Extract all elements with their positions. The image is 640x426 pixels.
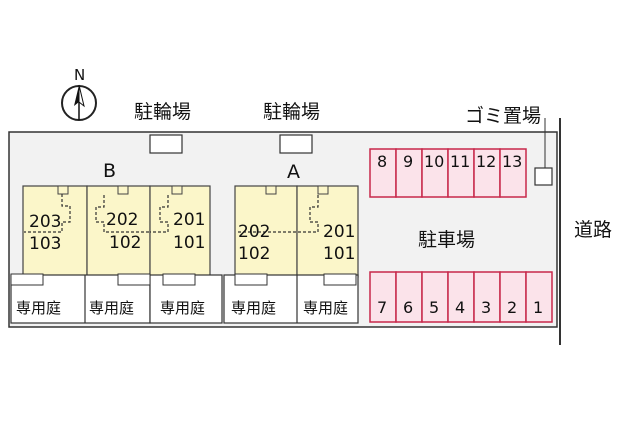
- parking-space-number: 2: [507, 298, 518, 317]
- parking-space-number: 1: [533, 298, 544, 317]
- building-a-label: A: [287, 161, 300, 183]
- bicycle-parking-left-label: 駐輪場: [134, 101, 192, 123]
- garden-label: 専用庭: [89, 299, 135, 317]
- parking-bottom-row: [369, 271, 553, 323]
- bicycle-parking-right-box: [279, 134, 313, 154]
- unit-number: 102: [109, 233, 142, 253]
- unit-a2: [296, 185, 359, 278]
- bicycle-parking-right-label: 駐輪場: [263, 101, 321, 123]
- garbage-label: ゴミ置場: [465, 105, 542, 127]
- building-b: [22, 185, 211, 278]
- garden-label: 専用庭: [303, 299, 349, 317]
- parking-space-number: 6: [403, 298, 414, 317]
- unit-number: 101: [173, 233, 206, 253]
- parking-space-number: 12: [476, 152, 497, 171]
- unit-number: 103: [29, 234, 62, 254]
- parking-space-number: 8: [377, 152, 388, 171]
- unit-number: 102: [238, 244, 271, 264]
- building-b-label: B: [103, 160, 117, 182]
- unit-number: 202: [106, 210, 139, 230]
- gardens-b: [10, 273, 223, 324]
- unit-number: 201: [323, 222, 356, 242]
- bicycle-parking-left-box: [149, 134, 183, 154]
- parking-label: 駐車場: [418, 229, 476, 251]
- parking-space-number: 3: [481, 298, 492, 317]
- unit-number: 203: [29, 212, 62, 232]
- parking-top-row: [369, 148, 527, 198]
- parking-space-number: 10: [424, 152, 445, 171]
- unit-number: 101: [323, 244, 356, 264]
- building-a: [234, 185, 359, 278]
- garbage-box: [534, 167, 553, 186]
- unit-number: 201: [173, 210, 206, 230]
- compass-icon: [61, 84, 97, 121]
- road-label: 道路: [574, 219, 613, 241]
- parking-space-number: 11: [450, 152, 471, 171]
- garden-label: 専用庭: [16, 299, 62, 317]
- compass-north-label: N: [74, 66, 86, 84]
- parking-space-number: 7: [377, 298, 388, 317]
- garden-label: 専用庭: [231, 299, 277, 317]
- parking-space-number: 9: [403, 152, 414, 171]
- gardens-a: [223, 273, 359, 324]
- garden-label: 専用庭: [160, 299, 206, 317]
- unit-number: 202: [238, 222, 271, 242]
- parking-space-number: 13: [502, 152, 523, 171]
- parking-space-number: 5: [429, 298, 440, 317]
- parking-space-number: 4: [455, 298, 466, 317]
